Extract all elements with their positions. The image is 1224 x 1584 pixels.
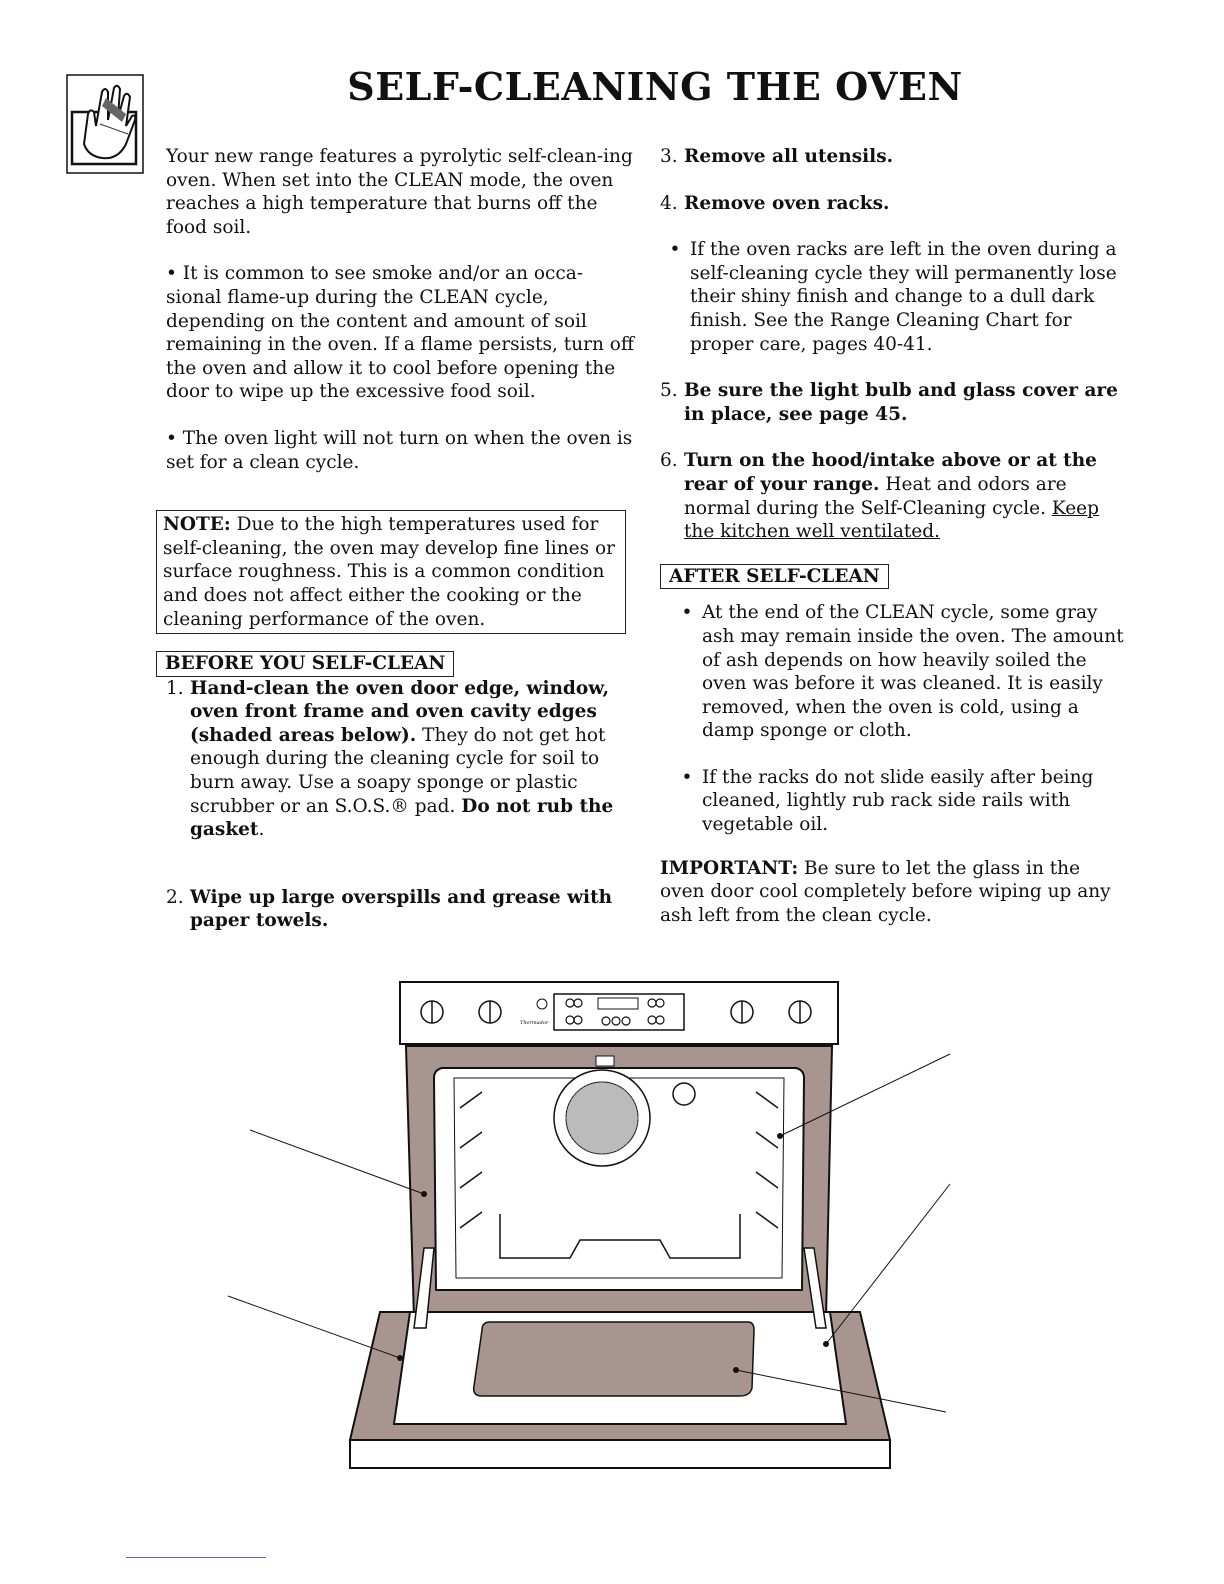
brand-logo: Thermador [520,1020,549,1026]
step-3: 3. Remove all utensils. [660,145,1125,169]
hand-cleaning-icon [66,74,144,174]
left-hinge [413,1247,435,1329]
knob-icon [730,1000,754,1024]
oven-door-window [472,1321,755,1397]
step-5-bold: Be sure the light bulb and glass cover a… [684,380,1118,425]
note-box: NOTE: Due to the high temperatures used … [156,510,626,635]
step-6-number: 6. [660,450,678,472]
important-paragraph: IMPORTANT: Be sure to let the glass in t… [660,857,1125,928]
step-4-bold: Remove oven racks. [684,192,890,214]
step-1-text: They do not get hot enough during the cl… [190,724,606,817]
step-6-text: Heat and odors are normal during the Sel… [684,473,1067,519]
after-bullet-1: • At the end of the CLEAN cycle, some gr… [672,601,1125,743]
step-5: 5. Be sure the light bulb and glass cove… [660,379,1125,426]
step-4-number: 4. [660,192,678,214]
step-2-number: 2. [166,886,184,908]
step-1-number: 1. [166,677,184,699]
step-5-number: 5. [660,380,678,402]
bullet-symbol: • [669,239,681,261]
step-1-bold: Hand-clean the oven door edge, window, o… [190,677,610,746]
callout-lines [227,1053,951,1413]
step-4-bullet: • If the oven racks are left in the oven… [660,238,1125,356]
bullet-symbol: • [681,766,693,788]
display-screen [597,997,639,1010]
after-bullet-1-text: At the end of the CLEAN cycle, some gray… [702,602,1124,742]
smoke-bullet: • It is common to see smoke and/or an oc… [166,263,635,403]
step-6: 6. Turn on the hood/intake above or at t… [660,449,1125,543]
right-hinge [803,1247,827,1329]
step-3-number: 3. [660,146,678,167]
oven-diagram: Thermador [220,978,960,1478]
bullet-symbol: • [681,602,693,624]
after-self-clean-header: AFTER SELF-CLEAN [660,563,889,590]
knob-icon [420,1000,444,1024]
door-latch [595,1055,615,1067]
before-self-clean-header: BEFORE YOU SELF-CLEAN [156,651,455,677]
knob-icon [478,1000,502,1024]
right-column: 3. Remove all utensils. 4. Remove oven r… [660,145,1125,927]
control-panel: Thermador [399,981,839,1045]
left-column: Your new range features a pyrolytic self… [156,145,636,933]
footer-rule [126,1557,266,1558]
oven-cavity-inner [453,1077,785,1279]
after-bullet-2: • If the racks do not slide easily after… [672,766,1125,837]
after-bullet-2-text: If the racks do not slide easily after b… [702,766,1094,836]
step-2-bold: Wipe up large overspills and grease with… [190,886,613,932]
oven-light-bullet: • The oven light will not turn on when t… [166,427,633,473]
important-label: IMPORTANT: [660,857,799,879]
step-1-end: . [258,819,265,841]
oven-light-cover [672,1082,696,1106]
door-bottom-edge [349,1439,891,1469]
note-label: NOTE: [163,514,231,536]
step-1-warning: Do not rub the gasket [190,795,614,841]
step-4-bullet-text: If the oven racks are left in the oven d… [690,239,1117,355]
indicator-light [536,998,548,1010]
convection-fan-icon [553,1069,651,1167]
step-3-bold: Remove all utensils. [684,146,894,167]
step-6-bold: Turn on the hood/intake above or at the … [684,450,1097,495]
page-title: SELF-CLEANING THE OVEN [347,64,963,109]
knob-icon [788,1000,812,1024]
rack-rails [459,1091,779,1259]
step-2: 2. Wipe up large overspills and grease w… [166,886,636,933]
important-text: Be sure to let the glass in the oven doo… [660,857,1111,926]
step-1: 1. Hand-clean the oven door edge, window… [166,677,636,842]
intro-paragraph: Your new range features a pyrolytic self… [166,146,633,238]
step-6-underline: Keep the kitchen well ventilated. [684,497,1099,543]
note-text: Due to the high temperatures used for se… [163,514,615,630]
step-4: 4. Remove oven racks. [660,192,1125,216]
